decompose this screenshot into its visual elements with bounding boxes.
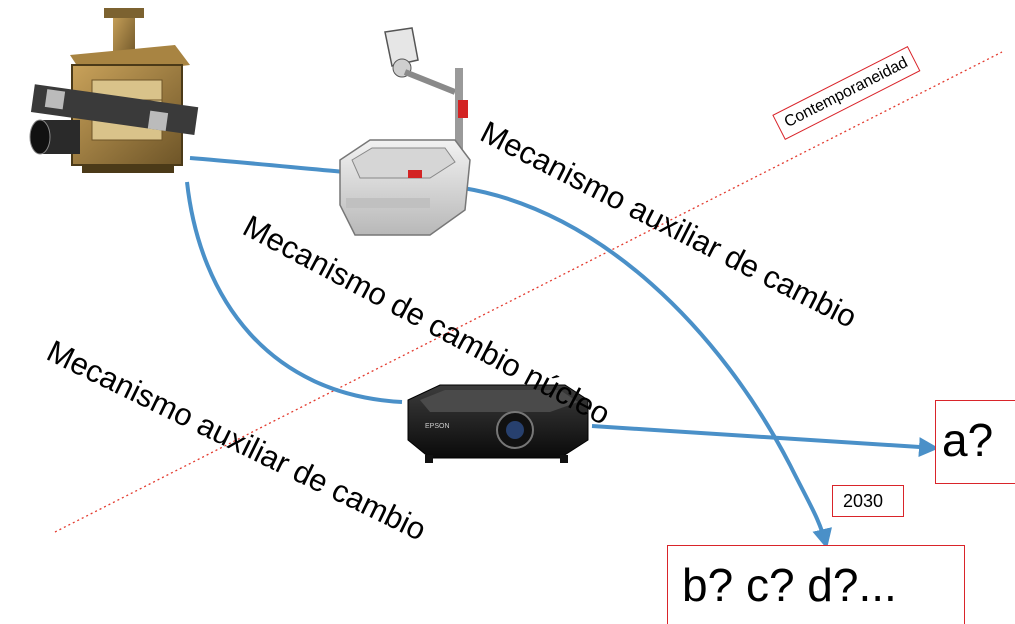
year-box: 2030 (832, 485, 904, 517)
magic-lantern-icon (29, 8, 199, 173)
digital-projector-icon: EPSON (407, 384, 589, 463)
arrow-lantern-to-overhead (189, 156, 346, 174)
arrow-digital-to-a (591, 424, 939, 458)
outcome-a-box: a? (935, 400, 1015, 484)
outcome-bcd-box: b? c? d?... (667, 545, 965, 624)
contemporaneity-line (54, 51, 1003, 533)
overhead-projector-icon (339, 27, 471, 236)
projector-brand: EPSON (425, 423, 450, 430)
arrow-lantern-to-digital (185, 181, 403, 404)
arrow-overhead-to-bcd (462, 186, 832, 549)
